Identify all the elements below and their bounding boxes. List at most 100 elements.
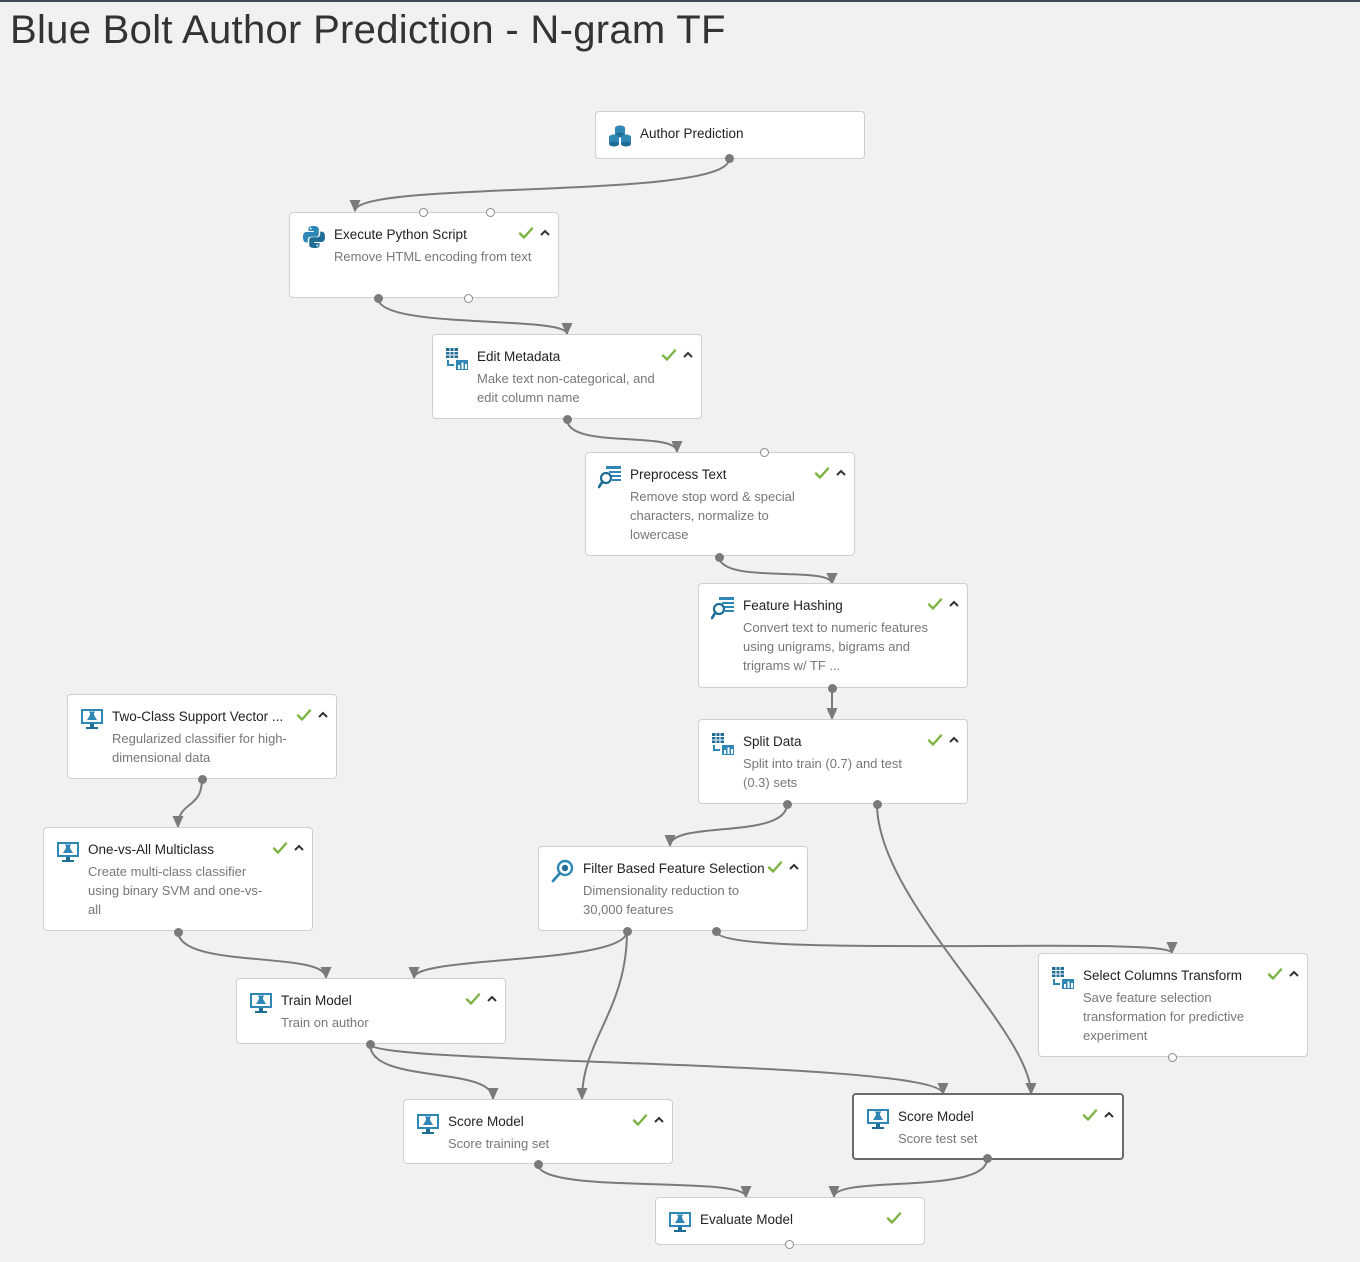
chevron-up-icon[interactable] — [788, 861, 800, 873]
module-title: Score Model — [448, 1114, 524, 1129]
experiment-title: Blue Bolt Author Prediction - N-gram TF — [10, 8, 726, 52]
python-icon — [303, 226, 325, 248]
ml-icon — [669, 1212, 691, 1232]
module-author-prediction[interactable]: Author Prediction — [595, 111, 865, 163]
chevron-up-icon[interactable] — [1288, 968, 1300, 980]
module-evaluate-model[interactable]: Evaluate Model — [655, 1197, 925, 1249]
check-icon — [886, 1212, 902, 1224]
module-train-model[interactable]: Train Model Train on author — [236, 978, 506, 1049]
module-description: Train on author — [281, 1015, 369, 1030]
chevron-up-icon[interactable] — [948, 734, 960, 746]
module-description: Score training set — [448, 1136, 550, 1151]
chevron-up-icon[interactable] — [317, 709, 329, 721]
dataset-icon — [609, 125, 631, 147]
module-title: Feature Hashing — [743, 598, 843, 613]
edge-filter-to-train[interactable] — [408, 930, 628, 980]
module-one-vs-all-multiclass[interactable]: One-vs-All Multiclass Create multi-class… — [43, 827, 313, 937]
check-icon — [632, 1114, 648, 1126]
edge-dataset-to-python[interactable] — [349, 158, 730, 213]
data-transform-icon — [1052, 967, 1074, 989]
chevron-up-icon[interactable] — [948, 598, 960, 610]
chevron-up-icon[interactable] — [682, 349, 694, 361]
edge-split-to-filter[interactable] — [664, 803, 788, 848]
output-port[interactable] — [873, 800, 882, 809]
check-icon — [465, 993, 481, 1005]
output-port[interactable] — [715, 553, 724, 562]
chevron-up-icon[interactable] — [486, 993, 498, 1005]
edge-score-train-to-evaluate[interactable] — [537, 1163, 752, 1199]
output-port[interactable] — [563, 415, 572, 424]
ml-icon — [867, 1109, 889, 1129]
module-title: Author Prediction — [640, 126, 744, 141]
module-description: Regularized classifier for high-dimensio… — [112, 731, 287, 765]
module-title: Edit Metadata — [477, 349, 561, 364]
module-feature-hashing[interactable]: Feature Hashing Convert text to numeric … — [698, 583, 968, 693]
chevron-up-icon[interactable] — [1103, 1109, 1115, 1121]
output-port[interactable] — [785, 1240, 794, 1249]
module-title: Split Data — [743, 734, 802, 749]
chevron-up-icon[interactable] — [293, 842, 305, 854]
output-port[interactable] — [1168, 1053, 1177, 1062]
check-icon — [767, 861, 783, 873]
chevron-up-icon[interactable] — [653, 1114, 665, 1126]
module-score-model-test[interactable]: Score Model Score test set — [852, 1093, 1124, 1163]
edge-metadata-to-preprocess[interactable] — [566, 418, 683, 454]
output-port[interactable] — [174, 928, 183, 937]
module-preprocess-text[interactable]: Preprocess Text Remove stop word & speci… — [585, 448, 855, 562]
text-analytics-icon — [598, 466, 621, 489]
check-icon — [661, 349, 677, 361]
output-port[interactable] — [783, 800, 792, 809]
edge-train-to-score-train[interactable] — [369, 1043, 499, 1101]
edge-score-test-to-evaluate[interactable] — [828, 1158, 988, 1199]
edge-filter-to-score-train[interactable] — [576, 930, 628, 1101]
edge-svm-to-onevsall[interactable] — [172, 778, 203, 829]
check-icon — [814, 467, 830, 479]
output-port[interactable] — [983, 1154, 992, 1163]
output-port[interactable] — [725, 154, 734, 163]
edge-python-to-metadata[interactable] — [377, 297, 573, 336]
module-description: Split into train (0.7) and test (0.3) se… — [743, 756, 902, 790]
ml-icon — [417, 1114, 439, 1134]
input-port[interactable] — [486, 208, 495, 217]
edge-onevsall-to-train[interactable] — [177, 930, 332, 980]
edge-split-to-score-test[interactable] — [876, 803, 1037, 1096]
output-port[interactable] — [534, 1160, 543, 1169]
module-description: Remove HTML encoding from text — [334, 249, 532, 264]
module-two-class-svm[interactable]: Two-Class Support Vector ... Regularized… — [67, 694, 337, 784]
input-port[interactable] — [760, 448, 769, 457]
module-score-model-train[interactable]: Score Model Score training set — [403, 1099, 673, 1169]
check-icon — [1267, 968, 1283, 980]
output-port[interactable] — [712, 927, 721, 936]
output-port[interactable] — [198, 775, 207, 784]
check-icon — [272, 842, 288, 854]
chevron-up-icon[interactable] — [835, 467, 847, 479]
module-title: Two-Class Support Vector ... — [112, 709, 284, 724]
edge-train-to-score-test[interactable] — [369, 1043, 949, 1096]
output-port[interactable] — [828, 684, 837, 693]
window-top-border — [0, 0, 1360, 2]
edge-filter-to-select-columns[interactable] — [715, 930, 1178, 955]
ml-icon — [57, 842, 79, 862]
check-icon — [927, 598, 943, 610]
check-icon — [296, 709, 312, 721]
output-port[interactable] — [366, 1040, 375, 1049]
module-title: One-vs-All Multiclass — [88, 842, 215, 857]
chevron-up-icon[interactable] — [539, 227, 551, 239]
output-port[interactable] — [623, 927, 632, 936]
module-select-columns-transform[interactable]: Select Columns Transform Save feature se… — [1038, 953, 1308, 1062]
output-port[interactable] — [374, 294, 383, 303]
module-title: Score Model — [898, 1109, 974, 1124]
output-port[interactable] — [464, 294, 473, 303]
metadata-icon — [446, 348, 468, 370]
module-execute-python-script[interactable]: Execute Python Script Remove HTML encodi… — [289, 208, 559, 303]
input-port[interactable] — [419, 208, 428, 217]
module-description: Make text non-categorical, and edit colu… — [477, 371, 655, 405]
module-edit-metadata[interactable]: Edit Metadata Make text non-categorical,… — [432, 334, 702, 424]
module-description: Convert text to numeric features using u… — [743, 620, 928, 673]
ml-icon — [250, 993, 272, 1013]
edge-preprocess-to-hashing[interactable] — [718, 555, 838, 586]
module-split-data[interactable]: Split Data Split into train (0.7) and te… — [698, 719, 968, 809]
module-filter-based-feature-selection[interactable]: Filter Based Feature Selection Dimension… — [538, 846, 808, 936]
check-icon — [518, 227, 534, 239]
